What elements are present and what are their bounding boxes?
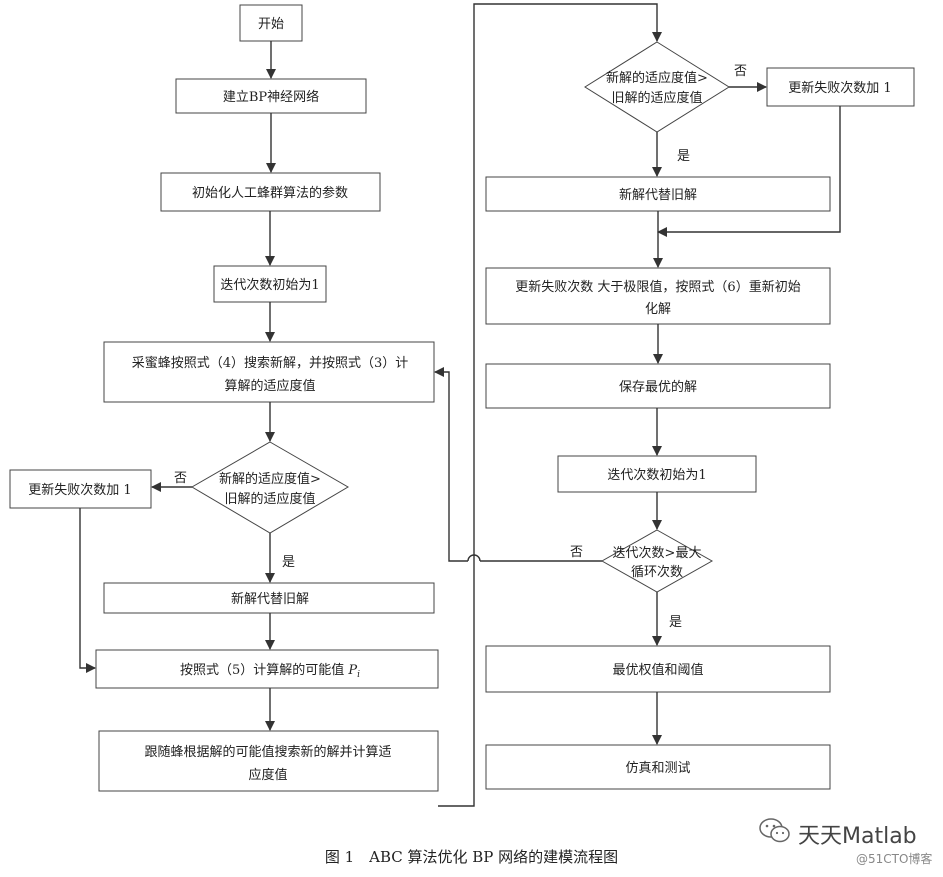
edge-loop-back	[434, 367, 468, 562]
probability-label: 按照式（5）计算解的可能值 Pi	[180, 662, 360, 680]
employed-search-box: 采蜜蜂按照式（4）搜索新解，并按照式（3）计 算解的适应度值	[103, 341, 435, 403]
iter-init-left-box: 迭代次数初始为1	[213, 265, 327, 303]
onlooker-line2: 应度值	[248, 767, 287, 783]
fail-left-box: 更新失败次数加 1	[9, 469, 152, 509]
save-best-label: 保存最优的解	[619, 379, 697, 395]
edge-fail-right-merge	[657, 106, 841, 237]
figure-caption: 图 1 ABC 算法优化 BP 网络的建模流程图	[324, 848, 619, 866]
scout-box: 更新失败次数 大于极限值，按照式（6）重新初始 化解	[485, 267, 831, 325]
save-best-box: 保存最优的解	[485, 363, 831, 409]
init-abc-label: 初始化人工蜂群算法的参数	[192, 185, 348, 201]
iter-init-right-label: 迭代次数初始为1	[607, 467, 706, 483]
employed-search-line1: 采蜜蜂按照式（4）搜索新解，并按照式（3）计	[132, 355, 409, 371]
replace-left-label: 新解代替旧解	[231, 591, 309, 607]
max-iter-line1: 迭代次数>最大	[613, 545, 702, 561]
compare-left-diamond: 新解的适应度值> 旧解的适应度值	[191, 441, 349, 534]
iter-init-left-label: 迭代次数初始为1	[220, 277, 319, 293]
wechat-icon	[759, 818, 790, 843]
left-yes-label: 是	[282, 555, 295, 570]
fail-right-box: 更新失败次数加 1	[766, 67, 915, 107]
replace-left-box: 新解代替旧解	[103, 582, 435, 614]
simulate-box: 仿真和测试	[485, 744, 831, 790]
init-abc-box: 初始化人工蜂群算法的参数	[160, 172, 381, 212]
flowchart: 开始 建立BP神经网络 初始化人工蜂群算法的参数 迭代次数初始为1 采蜜蜂按照式…	[9, 3, 915, 807]
start-box: 开始	[239, 4, 303, 42]
replace-right-box: 新解代替旧解	[485, 176, 831, 212]
final-yes-label: 是	[669, 615, 682, 630]
edge-loop-hop	[467, 554, 481, 562]
employed-search-line2: 算解的适应度值	[224, 378, 315, 394]
right-no-label: 否	[734, 64, 747, 79]
compare-right-line2: 旧解的适应度值	[611, 90, 702, 106]
right-yes-label: 是	[677, 149, 690, 164]
edge-onlooker-compare-right	[438, 3, 662, 807]
scout-line1: 更新失败次数 大于极限值，按照式（6）重新初始	[515, 279, 800, 295]
iter-init-right-box: 迭代次数初始为1	[557, 455, 757, 493]
build-bp-label: 建立BP神经网络	[223, 89, 319, 105]
compare-left-line1: 新解的适应度值>	[219, 471, 321, 487]
onlooker-box: 跟随蜂根据解的可能值搜索新的解并计算适 应度值	[98, 730, 439, 792]
max-iter-line2: 循环次数	[631, 564, 683, 580]
compare-right-line1: 新解的适应度值>	[606, 70, 708, 86]
optimal-box: 最优权值和阈值	[485, 645, 831, 693]
max-iter-diamond: 迭代次数>最大 循环次数	[600, 529, 714, 593]
replace-right-label: 新解代替旧解	[619, 187, 697, 203]
compare-left-line2: 旧解的适应度值	[224, 491, 315, 507]
left-no-label: 否	[174, 471, 187, 486]
build-bp-box: 建立BP神经网络	[175, 78, 367, 114]
watermark-name: 天天Matlab	[798, 824, 917, 849]
scout-line2: 化解	[645, 302, 671, 317]
onlooker-line1: 跟随蜂根据解的可能值搜索新的解并计算适	[144, 744, 391, 760]
compare-right-diamond: 新解的适应度值> 旧解的适应度值	[584, 41, 730, 133]
edge-fail-left-prob	[79, 508, 96, 673]
simulate-label: 仿真和测试	[625, 761, 690, 776]
fail-right-label: 更新失败次数加 1	[788, 80, 891, 96]
start-label: 开始	[258, 17, 284, 32]
optimal-label: 最优权值和阈值	[612, 662, 703, 678]
fail-left-label: 更新失败次数加 1	[28, 482, 131, 498]
probability-box: 按照式（5）计算解的可能值 Pi	[95, 649, 439, 689]
loop-no-label: 否	[570, 545, 583, 560]
watermark-site: @51CTO博客	[856, 852, 933, 866]
